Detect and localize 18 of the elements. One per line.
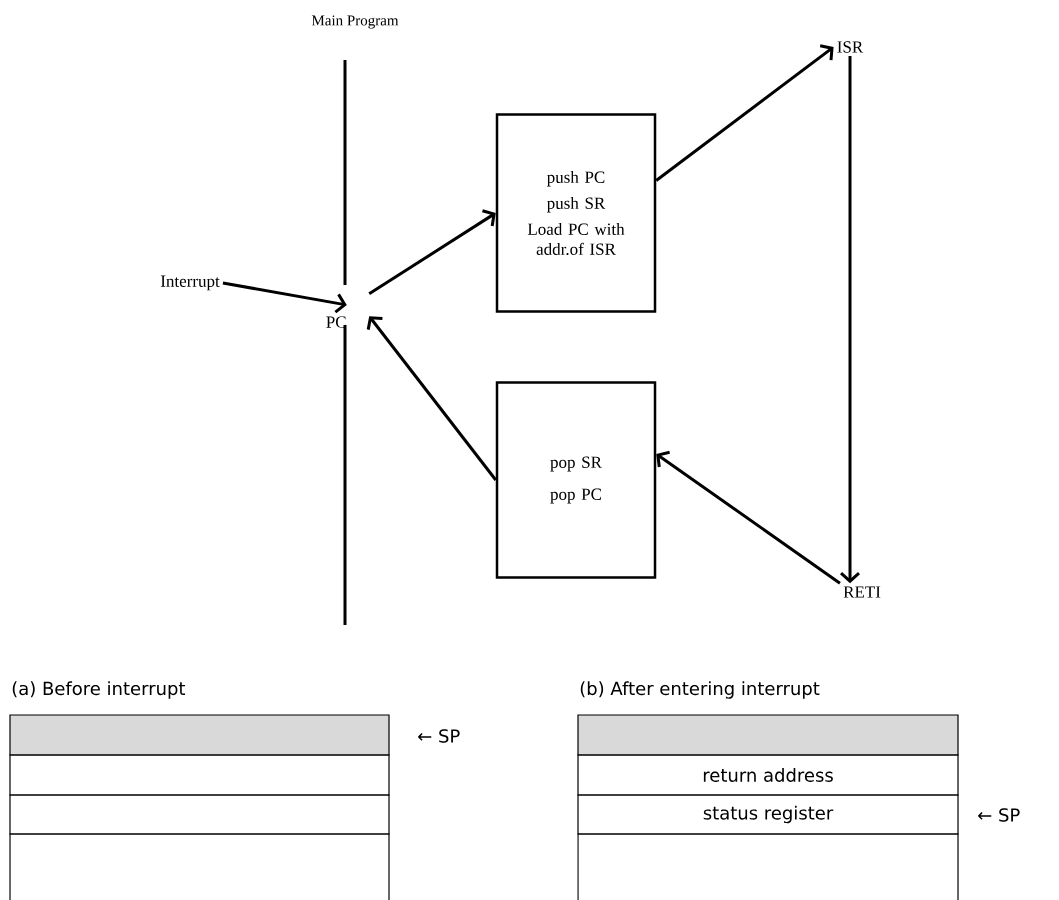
arrow [655, 44, 834, 182]
heading: Main Program [311, 15, 399, 29]
table-title: (b) After entering interrupt [580, 681, 820, 699]
arrow [840, 55, 860, 584]
process-box: push PC push SR Load PC with addr.of ISR [495, 113, 657, 313]
process-box: pop SR pop PC [495, 381, 657, 579]
pointer-label: ← SP [978, 808, 1020, 822]
arrow [222, 281, 347, 314]
arrow [368, 209, 496, 296]
table-cell: status register [577, 794, 959, 835]
arrow [656, 450, 841, 585]
pointer-label: ← SP [418, 729, 460, 743]
text-label: RETI [843, 586, 881, 598]
arrow [366, 316, 497, 481]
text-label: ISR [837, 41, 864, 53]
text-label: Interrupt [160, 275, 220, 291]
table-cell: return address [577, 754, 959, 796]
table-title: (a) Before interrupt [12, 681, 186, 699]
